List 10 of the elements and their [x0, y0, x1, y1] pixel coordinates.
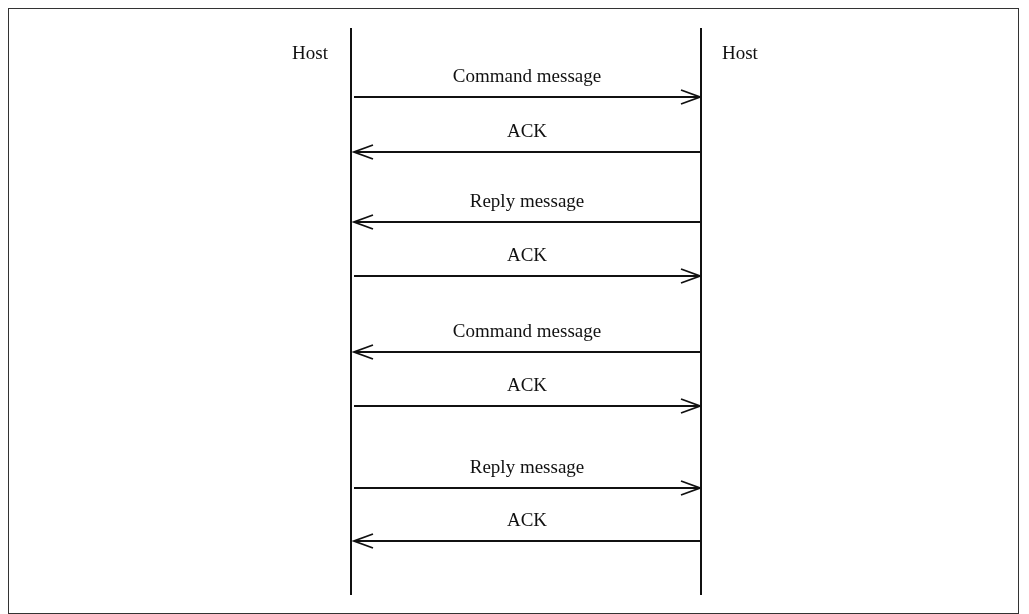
message-arrow: [353, 268, 701, 284]
message-arrow: [353, 344, 701, 360]
message-arrow: [353, 144, 701, 160]
message-arrow: [353, 214, 701, 230]
lifeline-label: Host: [722, 42, 758, 64]
message-arrow: [353, 533, 701, 549]
lifeline-label: Host: [292, 42, 328, 64]
message-arrow: [353, 398, 701, 414]
message-arrow: [353, 89, 701, 105]
message-arrow: [353, 480, 701, 496]
